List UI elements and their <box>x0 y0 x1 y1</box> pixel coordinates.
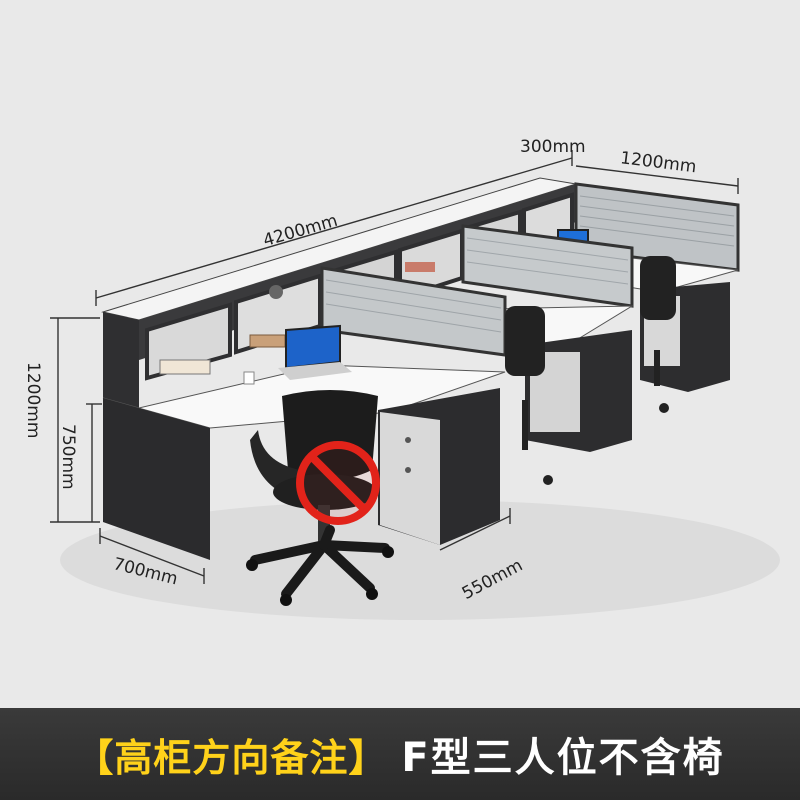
floor-shadow <box>60 500 780 620</box>
product-illustration: 4200mm 300mm 1200mm 1200mm 750mm 700mm 5… <box>23 137 780 620</box>
desk-end-panel <box>103 398 210 560</box>
dimension-lines <box>50 150 739 584</box>
dim-shelf-depth: 300mm <box>520 137 586 157</box>
laptop <box>285 324 341 370</box>
no-chair-included-icon <box>296 441 380 525</box>
chair-3 <box>640 256 676 413</box>
rear-hutch <box>101 177 577 408</box>
product-title: F型三人位不含椅 <box>401 735 725 781</box>
dim-height-total: 1200mm <box>23 362 43 438</box>
bottom-banner: 【高柜方向备注】 F型三人位不含椅 <box>0 708 800 800</box>
dim-height-desk: 750mm <box>58 424 78 490</box>
chair-2 <box>505 306 553 485</box>
orientation-note: 【高柜方向备注】 <box>75 735 388 780</box>
